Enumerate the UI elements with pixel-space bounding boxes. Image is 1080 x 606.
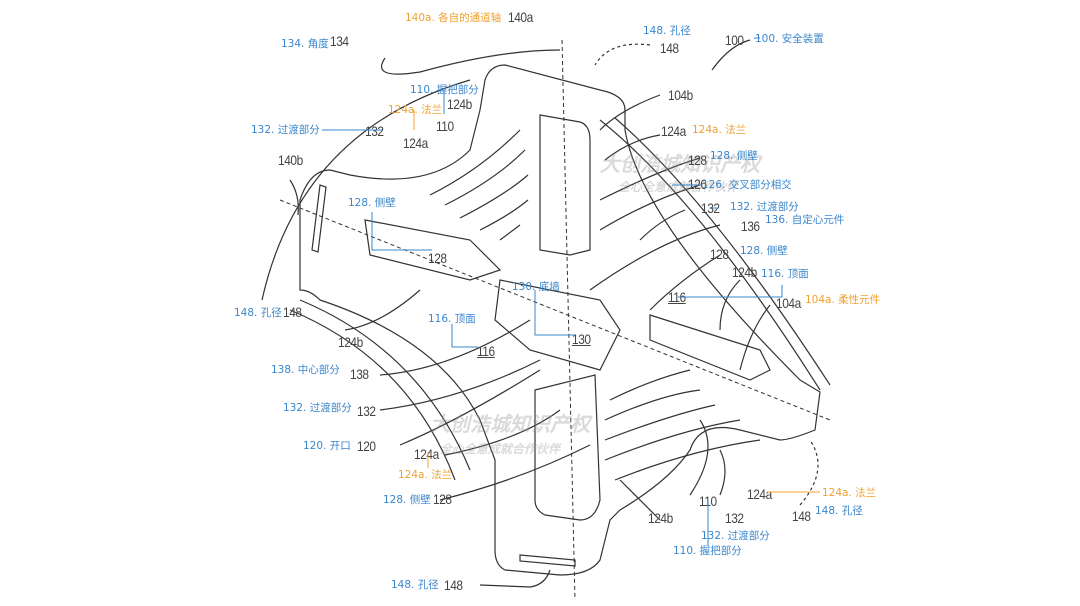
annotation-132-transition-top-right: 132. 过渡部分 — [730, 201, 799, 213]
annotation-132-transition-bottom-right: 132. 过渡部分 — [701, 530, 770, 542]
ref-132-top-right: 132 — [701, 200, 720, 216]
annotation-120-opening: 120. 开口 — [303, 440, 351, 452]
ref-124b-right: 124b — [732, 264, 757, 280]
channel-axis-vertical — [561, 39, 576, 601]
ref-148-top: 148 — [660, 40, 679, 56]
ref-110-top-left: 110 — [436, 118, 454, 134]
annotation-128-sidewall-right: 128. 侧壁 — [740, 245, 788, 257]
ref-128-right: 128 — [710, 246, 729, 262]
ref-148-left: 148 — [283, 304, 302, 320]
ref-148-bottom: 148 — [444, 577, 463, 593]
annotation-110-grip-top-left: 110. 握把部分 — [410, 84, 479, 96]
annotation-126-intersection: 126. 交叉部分相交 — [702, 179, 792, 191]
annotation-124a-flange-top-right: 124a. 法兰 — [692, 124, 747, 136]
ref-140b: 140b — [278, 152, 303, 168]
ref-132-bottom-left: 132 — [357, 403, 376, 419]
annotation-124a-flange-bottom-right: 124a. 法兰 — [822, 487, 877, 499]
ref-124a-bottom-right: 124a — [747, 486, 772, 502]
ref-124b-left: 124b — [338, 334, 363, 350]
ref-138: 138 — [350, 366, 369, 382]
annotation-104a-flexible-element: 104a. 柔性元件 — [805, 294, 881, 306]
ref-140a: 140a — [508, 9, 533, 25]
annotation-148-aperture-bottom-right: 148. 孔径 — [815, 505, 863, 517]
ref-136: 136 — [741, 218, 760, 234]
ref-148-bottom-right: 148 — [792, 508, 811, 524]
ref-132-bottom-right: 132 — [725, 510, 744, 526]
ref-128-bottom-left: 128 — [433, 491, 452, 507]
ref-126: 126 — [688, 176, 707, 192]
ref-124a-top-right: 124a — [661, 123, 686, 139]
annotation-128-sidewall-top-right: 128. 侧壁 — [710, 150, 758, 162]
ref-128-left: 128 — [428, 250, 447, 266]
annotation-134-angle: 134. 角度 — [281, 38, 329, 50]
ref-116-right: 116 — [668, 289, 686, 305]
device-body — [299, 64, 821, 576]
annotation-148-aperture-top: 148. 孔径 — [643, 25, 691, 37]
ref-130: 130 — [572, 331, 591, 347]
annotation-110-grip-bottom-right: 110. 握把部分 — [673, 545, 742, 557]
annotation-132-transition-bottom-left: 132. 过渡部分 — [283, 402, 352, 414]
watermark-line2-top: 全心全意成就合作伙伴 — [618, 180, 739, 194]
outer-arc-left — [299, 299, 471, 471]
annotation-100-safety-device: 100. 安全装置 — [755, 33, 824, 45]
watermark-line2-bottom: 全心全意成就合作伙伴 — [440, 442, 561, 456]
ref-134: 134 — [330, 33, 349, 49]
annotation-148-aperture-bottom: 148. 孔径 — [391, 579, 439, 591]
annotation-116-top-surface-center: 116. 顶面 — [428, 313, 476, 325]
ref-124a-bottom-left: 124a — [414, 446, 439, 462]
watermark-line1-top: 大创浩城知识产权 — [600, 152, 760, 176]
ref-128-top-right: 128 — [688, 152, 707, 168]
ref-124a-top-left: 124a — [403, 135, 428, 151]
ref-104a: 104a — [776, 295, 801, 311]
ref-132-top-left: 132 — [365, 123, 384, 139]
ref-100: 100 — [725, 32, 744, 48]
annotation-124a-flange-top-left: 124a. 法兰 — [388, 104, 443, 116]
annotation-138-center-portion: 138. 中心部分 — [271, 364, 340, 376]
outer-arc-right — [599, 119, 821, 391]
ref-124b-top-left: 124b — [447, 96, 472, 112]
annotation-124a-flange-bottom-left: 124a. 法兰 — [398, 469, 453, 481]
annotation-116-top-surface-right: 116. 顶面 — [761, 268, 809, 280]
annotation-136-self-centering: 136. 自定心元件 — [765, 214, 845, 226]
ref-104b: 104b — [668, 87, 693, 103]
ref-124b-bottom-right: 124b — [648, 510, 673, 526]
watermark-line1-bottom: 大创浩城知识产权 — [430, 412, 590, 436]
annotation-132-transition-top-left: 132. 过渡部分 — [251, 124, 320, 136]
annotation-130-bottom-wall: 130. 底墙 — [512, 281, 560, 293]
annotation-128-sidewall-left: 128. 侧壁 — [348, 197, 396, 209]
annotation-140a-channel-axis: 140a. 各自的通道轴 — [405, 12, 502, 24]
ref-120: 120 — [357, 438, 376, 454]
annotation-148-aperture-left: 148. 孔径 — [234, 307, 282, 319]
annotation-128-sidewall-bottom-left: 128. 侧壁 — [383, 494, 431, 506]
angle-arc — [261, 79, 471, 301]
ref-116-center: 116 — [477, 343, 495, 359]
